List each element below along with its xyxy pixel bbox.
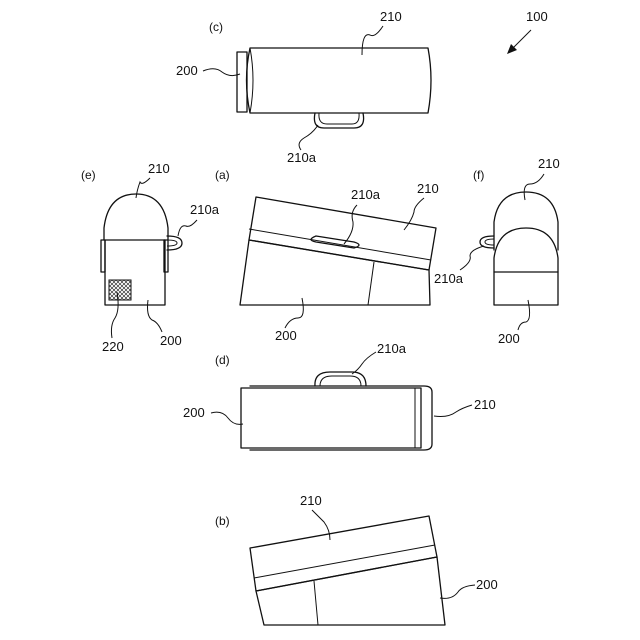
view-d-leader-210 [434, 405, 472, 417]
view-c-cover-body [247, 48, 432, 113]
view-f-label-210: 210 [538, 156, 560, 171]
view-e-label-200: 200 [160, 333, 182, 348]
view-b-base-divider [314, 581, 318, 625]
view-d-leader-200 [211, 412, 243, 424]
view-d-label-210: 210 [474, 397, 496, 412]
view-a-label-210a: 210a [351, 187, 381, 202]
view-c-leader-210 [362, 26, 383, 55]
view-b-cover [250, 516, 437, 591]
view-c-handle [314, 113, 363, 128]
view-e-handle [167, 236, 182, 250]
view-c-leader-200 [203, 69, 240, 76]
view-f-back-dome [494, 192, 558, 250]
view-a-label-200: 200 [275, 328, 297, 343]
view-f-leader-210 [524, 174, 544, 200]
view-e-label-220: 220 [102, 339, 124, 354]
view-d-label-200: 200 [183, 405, 205, 420]
figure-label-d: (d) [215, 353, 230, 367]
view-e-mesh [109, 280, 131, 300]
view-e-label-210a: 210a [190, 202, 220, 217]
view-c-handle-inner [319, 113, 359, 124]
view-b-cover-band [254, 545, 435, 578]
view-f-front-dome [494, 228, 558, 272]
view-a-label-210: 210 [417, 181, 439, 196]
view-d-handle-inner [320, 376, 361, 386]
view-d: (d) 210a 200 210 [183, 341, 496, 450]
view-a-base [240, 240, 430, 305]
view-a-base-divider [368, 262, 374, 305]
figure-label-c: (c) [209, 20, 223, 34]
view-b-base [256, 557, 445, 625]
view-f: (f) 210 210a 200 [434, 156, 560, 346]
view-f-label-210a: 210a [434, 271, 464, 286]
view-c-cover-edge [250, 48, 253, 113]
view-f-label-200: 200 [498, 331, 520, 346]
view-f-handle-inner [485, 239, 494, 245]
label-100: 100 [526, 9, 548, 24]
figure-label-b: (b) [215, 514, 230, 528]
view-e-cover-dome [104, 194, 168, 240]
figure-label-e: (e) [81, 168, 96, 182]
view-b: (b) 210 200 [215, 493, 498, 625]
view-b-leader-200 [440, 585, 475, 598]
view-d-label-210a: 210a [377, 341, 407, 356]
view-c-label-210: 210 [380, 9, 402, 24]
view-c: (c) 210 200 210a [176, 9, 431, 165]
view-d-leader-210a [352, 352, 376, 374]
view-c-base-end [237, 52, 247, 112]
view-f-base [494, 272, 558, 305]
view-d-base-body [241, 388, 421, 448]
figure-label-a: (a) [215, 168, 230, 182]
view-b-label-210: 210 [300, 493, 322, 508]
figure-label-f: (f) [473, 168, 484, 182]
view-e-label-210: 210 [148, 161, 170, 176]
view-f-leader-210a [460, 246, 484, 270]
view-c-leader-210a [299, 125, 318, 150]
device-reference: 100 [507, 9, 548, 54]
view-a-leader-210a [344, 205, 357, 244]
view-a: (a) 210 210a 200 [215, 168, 439, 343]
view-e-leader-210a [178, 220, 197, 236]
view-d-cover-outline [250, 386, 432, 450]
view-e: (e) 210 210a 220 200 [81, 161, 220, 354]
view-a-leader-200 [285, 298, 303, 328]
view-c-label-210a: 210a [287, 150, 317, 165]
view-c-label-200: 200 [176, 63, 198, 78]
view-b-label-200: 200 [476, 577, 498, 592]
